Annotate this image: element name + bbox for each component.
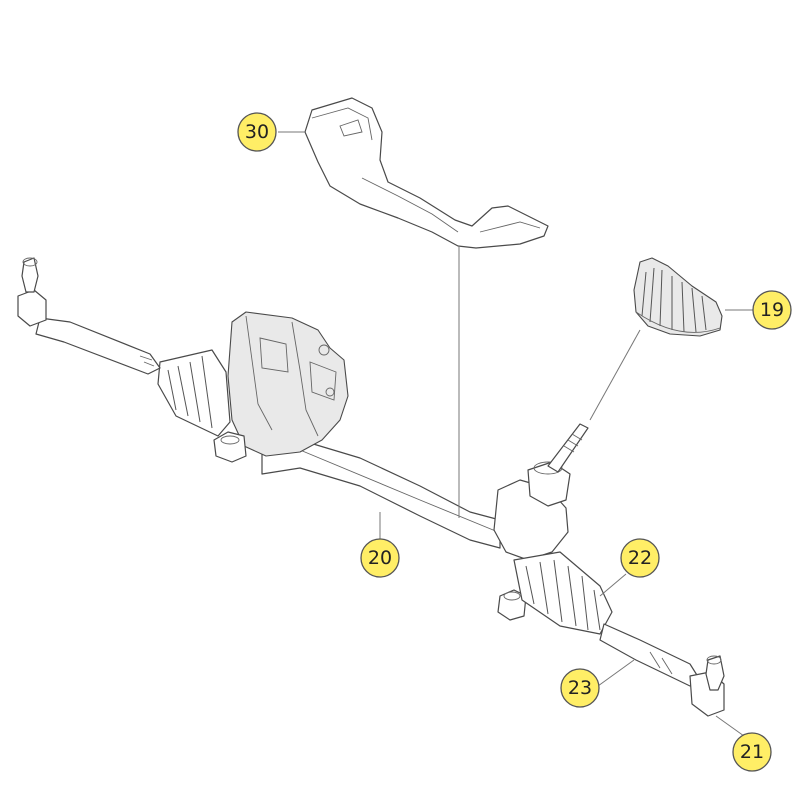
grommet-boot-part bbox=[633, 257, 723, 337]
callout-22: 22 bbox=[620, 538, 660, 578]
leader-21 bbox=[715, 715, 745, 737]
leader-22 bbox=[599, 573, 627, 597]
leader-lines bbox=[278, 131, 754, 737]
left-tie-rod-part bbox=[17, 257, 161, 375]
right-tie-rod-end-part bbox=[689, 655, 725, 717]
callout-22-label: 22 bbox=[628, 547, 652, 569]
callout-30: 30 bbox=[237, 112, 277, 152]
callout-20: 20 bbox=[360, 538, 400, 578]
callout-19: 19 bbox=[752, 290, 792, 330]
steering-rack-housing-part bbox=[157, 311, 613, 635]
leader-19-shaft bbox=[589, 329, 641, 421]
heat-shield-part bbox=[304, 97, 549, 249]
pinion-input-shaft-part bbox=[547, 423, 589, 473]
callout-19-label: 19 bbox=[760, 299, 784, 321]
callout-30-label: 30 bbox=[245, 121, 269, 143]
right-tie-rod-part bbox=[599, 623, 701, 687]
callout-21-label: 21 bbox=[740, 741, 764, 763]
callout-20-label: 20 bbox=[368, 547, 392, 569]
leader-23 bbox=[597, 659, 635, 687]
callout-21: 21 bbox=[732, 732, 772, 772]
callout-23: 23 bbox=[560, 668, 600, 708]
callout-23-label: 23 bbox=[568, 677, 592, 699]
